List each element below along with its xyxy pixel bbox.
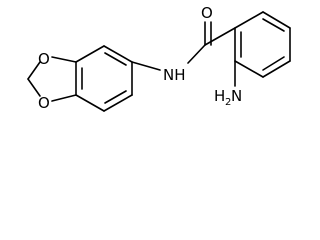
ring-bond <box>103 94 133 112</box>
carbonyl-oxygen-label: O <box>201 4 213 22</box>
ring-bond <box>234 11 264 29</box>
nh-carbonyl-bond <box>187 44 206 64</box>
structure-canvas: O NH O O H 2 N <box>27 4 291 112</box>
ring-double-bond <box>104 52 127 66</box>
ring-bond <box>262 11 291 29</box>
dioxole-bridge <box>27 56 77 102</box>
ring-bond <box>262 60 291 78</box>
aminobenzoyl-ring <box>234 11 291 87</box>
amine-h-label: H <box>214 87 225 105</box>
amide-nh-label: NH <box>163 66 186 84</box>
o-ch2-bond-top <box>27 61 41 80</box>
ring-double-bond <box>262 56 285 71</box>
c-o-bond-top <box>51 56 77 63</box>
ring-double-bond <box>262 18 285 32</box>
carbonyl-aryl-bond <box>204 27 236 46</box>
amide-linkage <box>131 21 236 71</box>
o-ch2-bond-bottom <box>27 78 41 97</box>
amine-n-label: N <box>231 87 242 105</box>
c-o-bond-bottom <box>51 94 77 102</box>
ring-bond <box>75 94 105 112</box>
chemical-structure: O NH O O H 2 N <box>27 4 291 112</box>
ring-bond <box>75 45 105 63</box>
ring-bond <box>103 45 133 63</box>
ring-double-bond <box>104 90 127 104</box>
aryl-nh-bond <box>131 61 161 71</box>
ring-bond <box>234 60 264 78</box>
dioxole-oxygen-top-label: O <box>38 50 50 68</box>
benzodioxole-ring <box>75 45 133 112</box>
dioxole-oxygen-bottom-label: O <box>38 94 50 112</box>
amine-subscript-label: 2 <box>225 97 231 108</box>
